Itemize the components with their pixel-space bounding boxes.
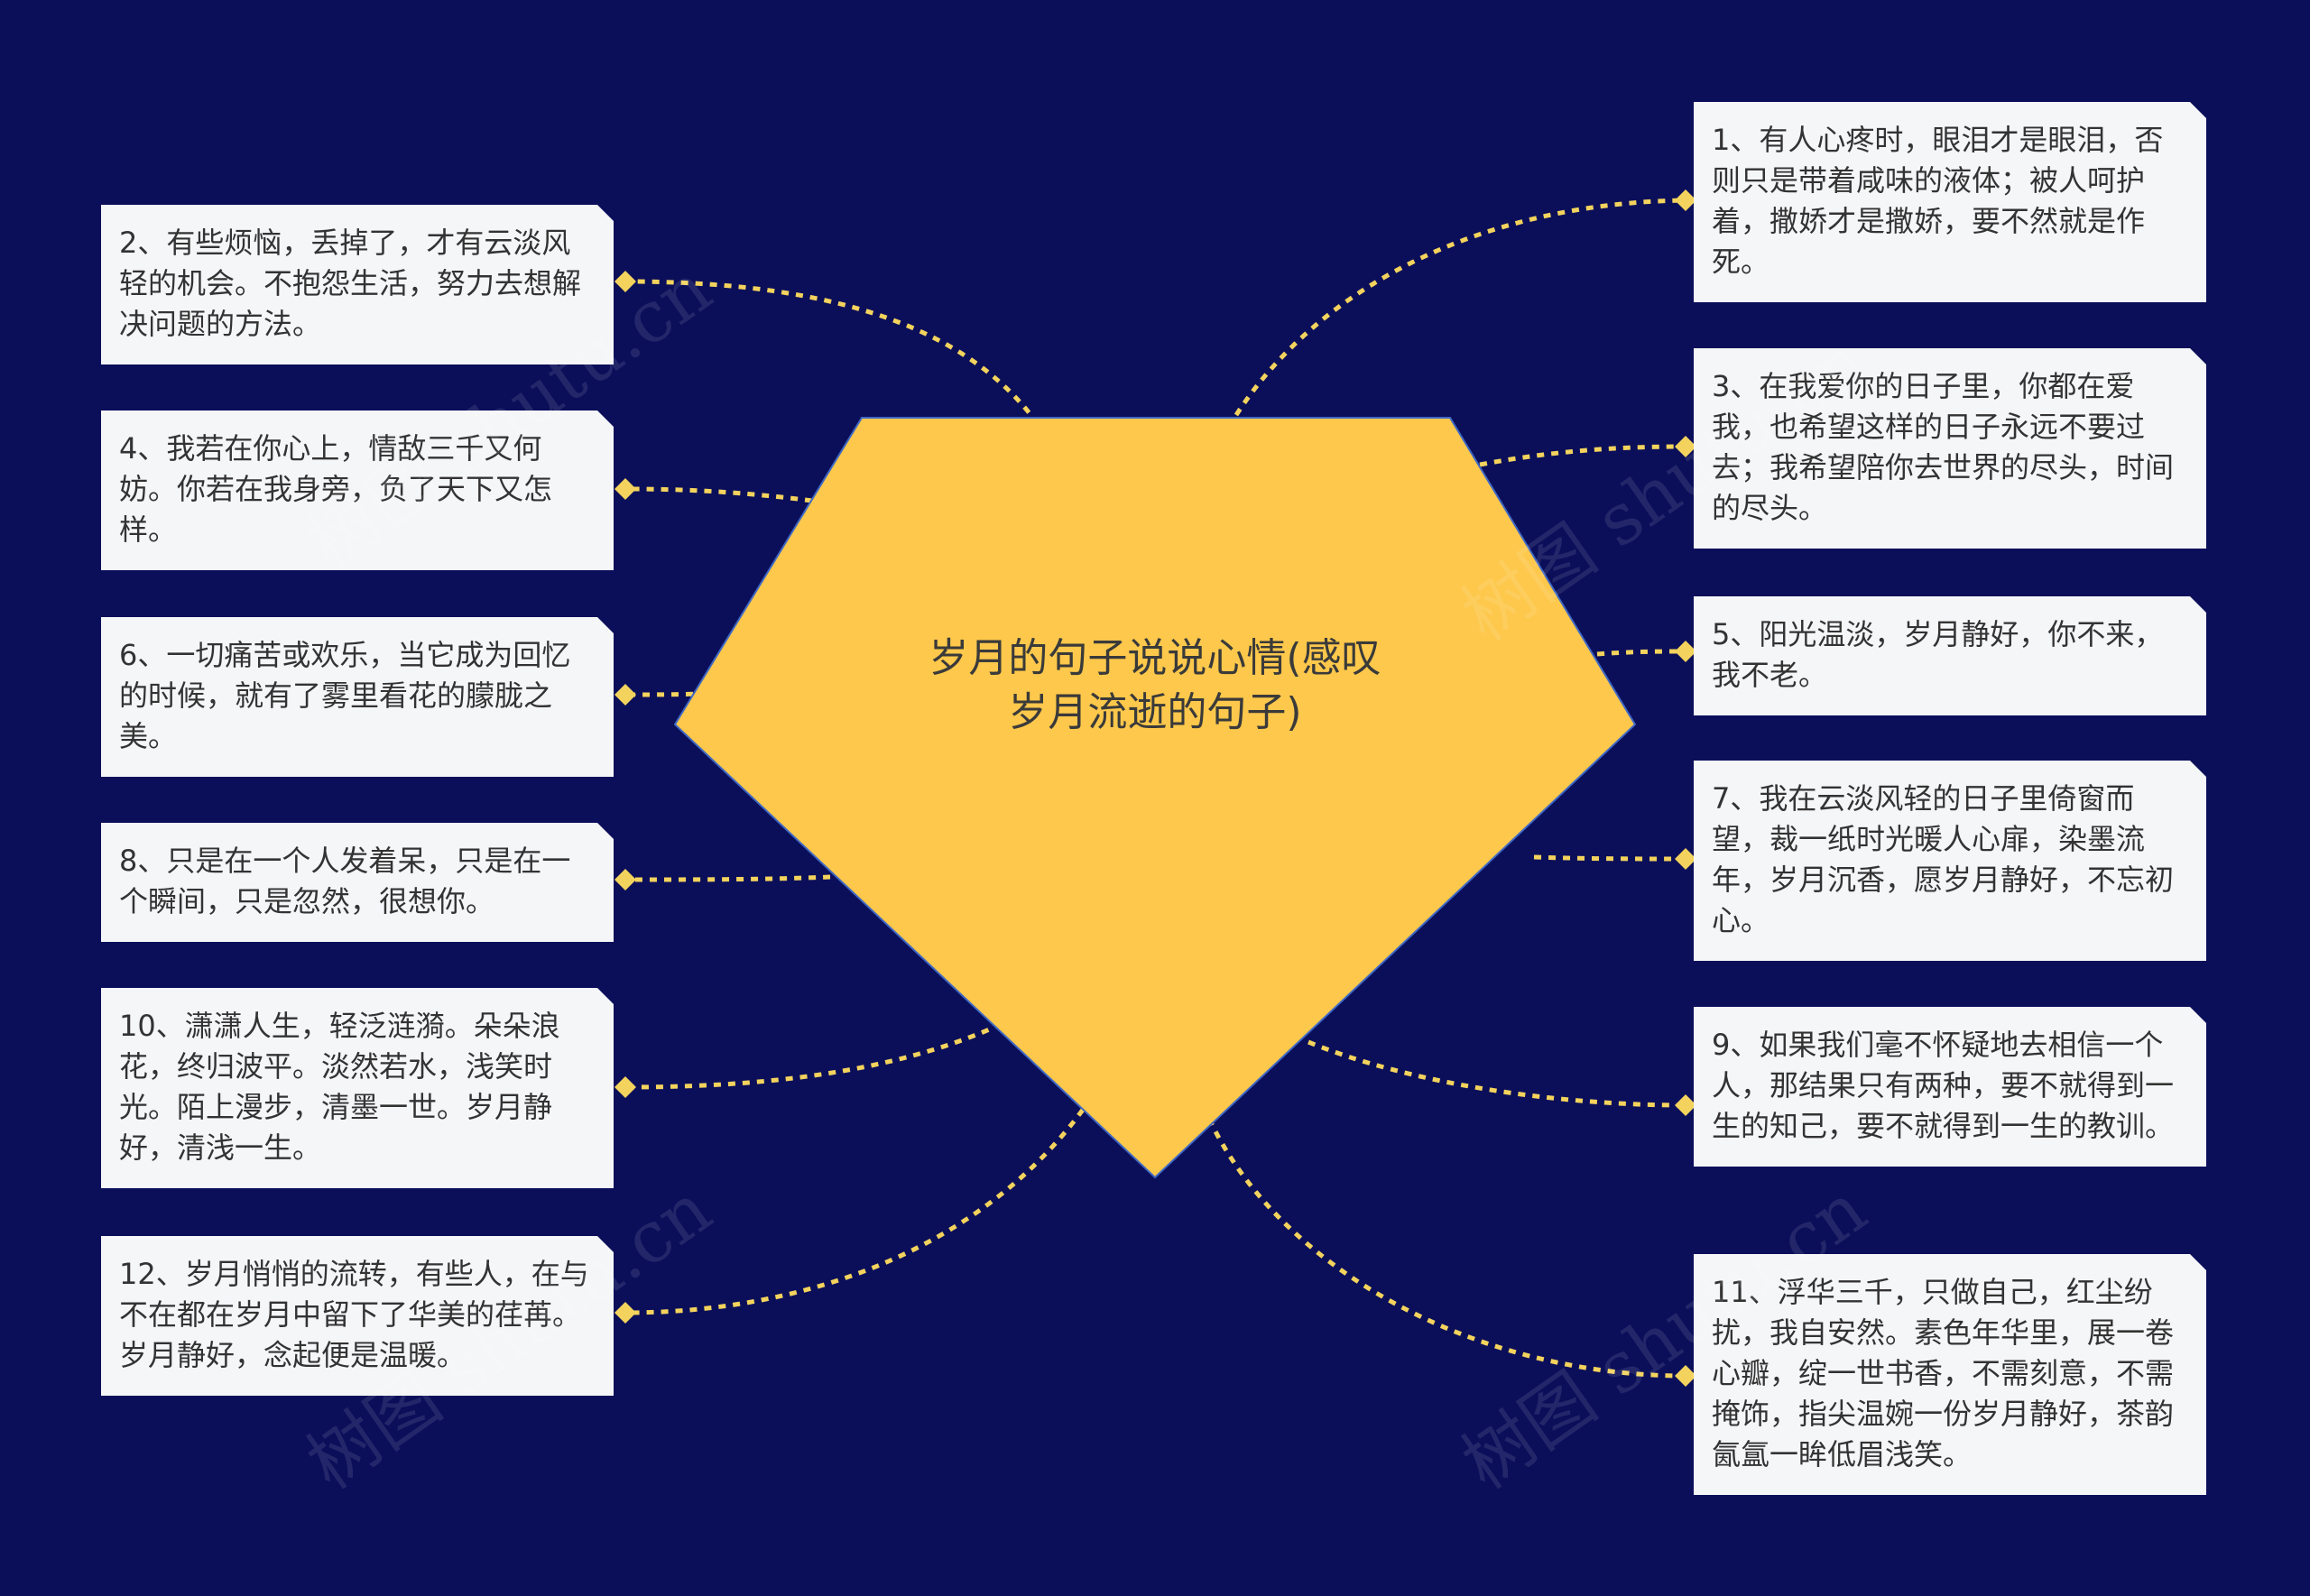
connector-n6 [624,690,723,697]
topic-node-1[interactable]: 1、有人心疼时，眼泪才是眼泪，否则只是带着咸味的液体；被人呵护着，撒娇才是撒娇，… [1694,102,2206,302]
topic-node-10[interactable]: 10、潇潇人生，轻泛涟漪。朵朵浪花，终归波平。淡然若水，浅笑时光。陌上漫步，清墨… [101,988,614,1188]
connector-n7 [1533,854,1686,862]
topic-node-7[interactable]: 7、我在云淡风轻的日子里倚窗而望，裁一纸时光暖人心扉，染墨流年，岁月沉香，愿岁月… [1694,761,2206,961]
anchor-diamond [614,478,636,500]
connector-n12 [624,1108,1086,1315]
anchor-diamond [614,684,636,706]
connector-n2 [624,279,1040,426]
connector-n3 [1479,444,1686,467]
connector-n5 [1596,649,1686,657]
anchor-diamond [1675,1094,1696,1116]
center-topic-shape[interactable] [673,417,1637,1179]
connector-n10 [624,1021,1003,1090]
topic-node-8[interactable]: 8、只是在一个人发着呆，只是在一个瞬间，只是忽然，很想你。 [101,823,614,942]
anchor-diamond [614,1302,636,1324]
connector-n11 [1206,1117,1686,1379]
anchor-diamond [1675,1365,1696,1387]
anchor-diamond [614,1076,636,1098]
connector-n8 [624,874,831,882]
topic-node-9[interactable]: 9、如果我们毫不怀疑地去相信一个人，那结果只有两种，要不就得到一生的知己，要不就… [1694,1007,2206,1167]
topic-node-3[interactable]: 3、在我爱你的日子里，你都在爱我，也希望这样的日子永远不要过去；我希望陪你去世界… [1694,348,2206,549]
anchor-diamond [1675,436,1696,457]
anchor-diamond [614,869,636,890]
anchor-diamond [1675,848,1696,870]
topic-node-2[interactable]: 2、有些烦恼，丢掉了，才有云淡风轻的机会。不抱怨生活，努力去想解决问题的方法。 [101,205,614,364]
center-topic-label: 岁月的句子说说心情(感叹 岁月流逝的句子) [929,635,1381,735]
anchor-diamond [614,271,636,292]
connector-n4 [624,486,813,503]
topic-node-5[interactable]: 5、阳光温淡，岁月静好，你不来，我不老。 [1694,596,2206,715]
anchor-diamond [1675,641,1696,662]
topic-node-6[interactable]: 6、一切痛苦或欢乐，当它成为回忆的时候，就有了雾里看花的朦胧之美。 [101,617,614,777]
topic-node-12[interactable]: 12、岁月悄悄的流转，有些人，在与不在都在岁月中留下了华美的荏苒。岁月静好，念起… [101,1236,614,1396]
topic-node-4[interactable]: 4、我若在你心上，情敌三千又何妨。你若在我身旁，负了天下又怎样。 [101,411,614,570]
connector-n1 [1234,198,1686,417]
connector-n9 [1307,1039,1686,1108]
anchor-diamond [1675,189,1696,211]
topic-node-11[interactable]: 11、浮华三千，只做自己，红尘纷扰，我自安然。素色年华里，展一卷心瓣，绽一世书香… [1694,1254,2206,1495]
